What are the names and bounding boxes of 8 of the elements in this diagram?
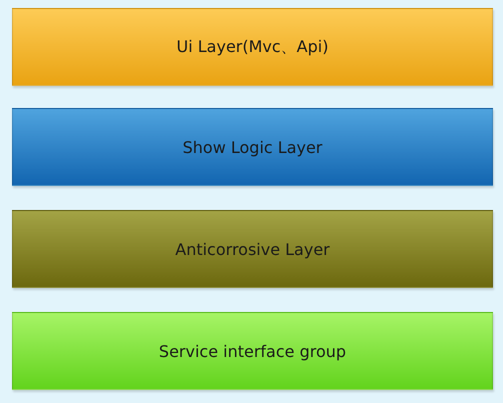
layer-label: Show Logic Layer [182,138,322,156]
layer-box [12,210,493,288]
layer-label: Anticorrosive Layer [175,240,330,258]
layer-label: Service interface group [158,342,346,360]
layer-box [12,8,493,86]
layer-box [12,108,493,186]
layer-box [12,312,493,390]
layer-label: Ui Layer(Mvc、Api) [176,36,328,58]
